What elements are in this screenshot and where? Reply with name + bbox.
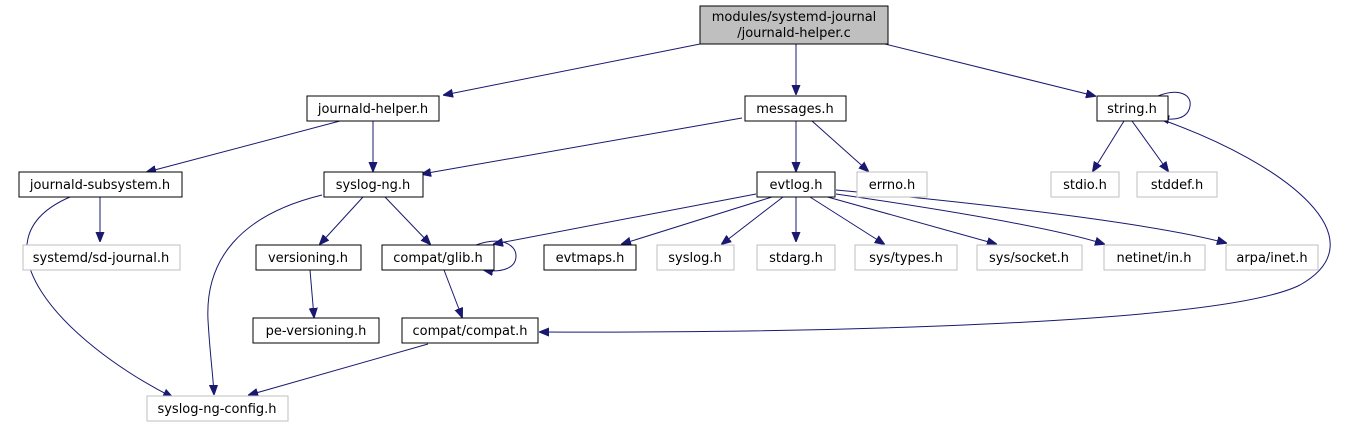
node-label: pe-versioning.h <box>266 324 367 339</box>
edge-compat-glib-compat-compat <box>443 269 462 317</box>
node-systemd-sd-journal-h[interactable]: systemd/sd-journal.h <box>22 244 181 271</box>
node-label: evtlog.h <box>770 178 823 193</box>
node-stdio-h[interactable]: stdio.h <box>1050 171 1120 198</box>
node-root[interactable]: modules/systemd-journal /journald-helper… <box>699 5 889 45</box>
edge-syslog-ng-compat-glib <box>384 196 430 244</box>
edge-syslog-ng-versioning <box>320 196 364 244</box>
node-label: arpa/inet.h <box>1236 251 1307 266</box>
edge-evtlog-sys-types <box>809 196 884 244</box>
edge-evtlog-netinet-in <box>835 193 1104 244</box>
edge-compat-compat-syslog-ng-config <box>249 343 429 395</box>
node-label: errno.h <box>869 178 916 193</box>
node-label: sys/socket.h <box>989 251 1069 266</box>
node-label: netinet/in.h <box>1117 251 1192 266</box>
edge-root-journald-helper <box>444 43 701 95</box>
node-journald-subsystem-h[interactable]: journald-subsystem.h <box>18 171 183 198</box>
node-label: syslog-ng.h <box>336 178 411 193</box>
edge-evtlog-sys-socket <box>823 195 996 244</box>
node-versioning-h[interactable]: versioning.h <box>255 244 362 271</box>
node-label: syslog-ng-config.h <box>157 402 276 417</box>
node-syslog-ng-config-h[interactable]: syslog-ng-config.h <box>146 395 289 422</box>
edge-compat-glib-self <box>475 240 517 271</box>
node-label: stdarg.h <box>769 251 823 266</box>
edge-evtlog-syslog <box>722 196 784 244</box>
node-netinet-in-h[interactable]: netinet/in.h <box>1103 244 1206 271</box>
node-label: versioning.h <box>268 251 348 266</box>
node-journald-helper-h[interactable]: journald-helper.h <box>306 95 440 122</box>
node-label: compat/glib.h <box>393 251 483 266</box>
node-label: stddef.h <box>1151 178 1203 193</box>
edges <box>26 43 1331 397</box>
edge-evtlog-compat-glib <box>494 193 757 244</box>
edge-evtlog-evtmaps <box>622 196 773 244</box>
node-arpa-inet-h[interactable]: arpa/inet.h <box>1225 244 1319 271</box>
node-stddef-h[interactable]: stddef.h <box>1136 171 1218 198</box>
edge-journald-helper-subsystem <box>147 120 341 172</box>
edge-syslog-ng-syslog-ng-config <box>207 194 323 394</box>
node-evtlog-h[interactable]: evtlog.h <box>756 171 836 198</box>
node-syslog-ng-h[interactable]: syslog-ng.h <box>323 171 424 198</box>
node-label: string.h <box>1107 102 1157 117</box>
node-evtmaps-h[interactable]: evtmaps.h <box>543 244 637 271</box>
node-label: systemd/sd-journal.h <box>33 251 169 266</box>
node-label: journald-helper.h <box>317 102 428 117</box>
root-title-line2: /journald-helper.c <box>737 26 851 41</box>
edge-string-stddef <box>1131 120 1168 171</box>
edge-string-compat-compat <box>540 118 1331 332</box>
node-pe-versioning-h[interactable]: pe-versioning.h <box>252 317 380 344</box>
node-messages-h[interactable]: messages.h <box>744 95 847 122</box>
node-label: syslog.h <box>668 251 721 266</box>
node-label: messages.h <box>756 102 834 117</box>
node-syslog-h[interactable]: syslog.h <box>656 244 735 271</box>
node-sys-types-h[interactable]: sys/types.h <box>854 244 958 271</box>
node-label: sys/types.h <box>869 251 943 266</box>
edge-messages-errno <box>811 120 868 171</box>
edge-subsystem-syslog-ng-config <box>26 196 172 397</box>
edge-string-stdio <box>1093 120 1125 171</box>
node-label: journald-subsystem.h <box>29 178 170 193</box>
node-label: evtmaps.h <box>556 251 625 266</box>
nodes: modules/systemd-journal /journald-helper… <box>18 5 1319 422</box>
edge-evtlog-arpa-inet <box>835 189 1226 243</box>
node-label: stdio.h <box>1063 178 1107 193</box>
root-title-line1: modules/systemd-journal <box>712 10 877 25</box>
node-label: compat/compat.h <box>413 324 528 339</box>
node-compat-glib-h[interactable]: compat/glib.h <box>381 244 495 271</box>
node-errno-h[interactable]: errno.h <box>856 171 928 198</box>
edge-versioning-pe-versioning <box>310 269 314 317</box>
edge-messages-syslog-ng <box>422 117 743 174</box>
node-sys-socket-h[interactable]: sys/socket.h <box>976 244 1083 271</box>
edge-root-string <box>884 43 1095 96</box>
edge-string-self <box>1157 91 1191 119</box>
node-stdarg-h[interactable]: stdarg.h <box>756 244 836 271</box>
node-compat-compat-h[interactable]: compat/compat.h <box>401 317 539 344</box>
node-string-h[interactable]: string.h <box>1096 95 1169 122</box>
